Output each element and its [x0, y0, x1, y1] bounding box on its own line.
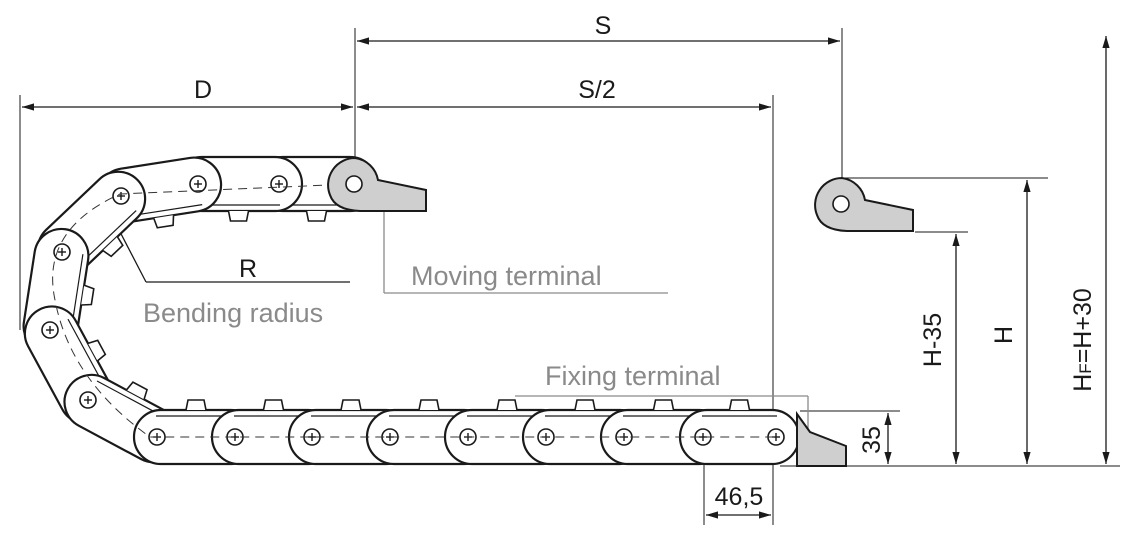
chain-link-crossbar	[262, 399, 285, 411]
fixing-terminal-body	[796, 410, 847, 467]
dim-label-d: D	[194, 76, 212, 104]
chain-link-crossbar	[153, 215, 175, 229]
chain-link-crossbar	[227, 210, 250, 222]
leader-bending-radius	[117, 227, 147, 283]
moving-terminal-hole	[345, 175, 363, 193]
chain-link-crossbar	[305, 210, 328, 222]
chain-pin	[53, 243, 71, 261]
dim-label-35: 35	[858, 426, 886, 454]
chain-link-crossbar	[574, 399, 596, 411]
chain-link-crossbar	[102, 236, 124, 258]
chain-pin	[270, 175, 288, 193]
fixing-terminal	[796, 410, 847, 467]
dim-label-h: H	[990, 326, 1018, 344]
moving-terminal-detached	[814, 176, 914, 232]
dim-label-pitch: 46,5	[715, 483, 764, 511]
chain-pin	[79, 391, 97, 409]
chain-link-crossbar	[87, 339, 107, 362]
chain-link-crossbar	[185, 399, 207, 411]
chain-link-crossbar	[125, 381, 148, 400]
chain-pin	[41, 321, 59, 339]
dim-label-s: S	[595, 12, 612, 40]
dim-label-hf: HF=H+30	[1069, 288, 1097, 392]
label-fixing-terminal: Fixing terminal	[545, 361, 721, 391]
chain-pin	[189, 175, 207, 193]
dim-label-hf-base: H	[1069, 374, 1097, 392]
label-r: R	[239, 255, 257, 283]
moving-terminal	[327, 156, 427, 212]
moving-terminal-detached-body	[814, 176, 914, 232]
label-moving-terminal: Moving terminal	[411, 261, 602, 291]
dim-label-hf-sub: F	[1076, 363, 1095, 373]
chain-link-crossbar	[496, 399, 518, 411]
moving-terminal-detached-hole	[832, 195, 850, 213]
dim-label-h-35: H-35	[919, 313, 947, 367]
dim-label-hf-rest: =H+30	[1069, 288, 1097, 363]
chain-link-crossbar	[652, 399, 675, 411]
chain-link-crossbar	[81, 284, 95, 306]
chain-link-crossbar	[728, 399, 751, 411]
chain-centerline	[52, 183, 776, 438]
chain-link-crossbar	[418, 399, 440, 411]
dim-label-s-half: S/2	[578, 76, 616, 104]
chain-pin	[112, 187, 130, 205]
label-bending-radius: Bending radius	[143, 298, 323, 328]
moving-terminal-body	[327, 156, 427, 212]
chain-link-crossbar	[340, 399, 362, 411]
